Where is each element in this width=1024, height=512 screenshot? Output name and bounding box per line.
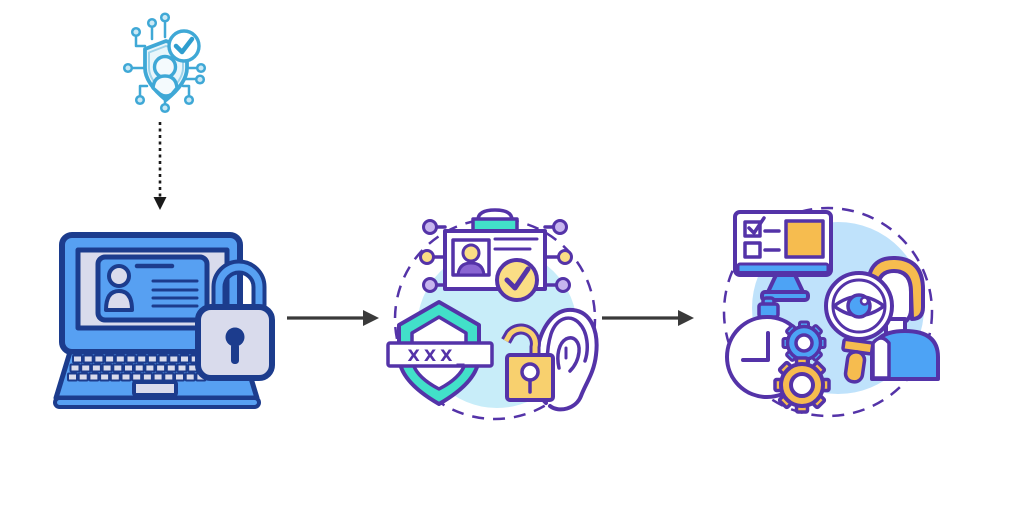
screen-tile bbox=[784, 219, 825, 259]
dashed-circle bbox=[722, 206, 934, 418]
monitor-checklist-icon bbox=[733, 210, 833, 302]
monitor-bezel bbox=[736, 262, 830, 274]
digital-identity-icon bbox=[122, 12, 207, 114]
circuit-nodes bbox=[122, 12, 207, 114]
photo-head bbox=[461, 243, 481, 263]
padlock-icon bbox=[195, 259, 275, 381]
circuit-connectors bbox=[419, 219, 573, 293]
check-badge-icon bbox=[167, 29, 201, 63]
user-body bbox=[151, 74, 179, 98]
chest bbox=[871, 336, 891, 380]
dotted-arrow-down bbox=[153, 122, 167, 210]
authentication-illustration: XXX_ bbox=[386, 208, 599, 421]
gear-small bbox=[781, 320, 827, 366]
checkmark bbox=[747, 216, 766, 235]
review-illustration bbox=[722, 206, 940, 418]
keyhole bbox=[225, 327, 245, 347]
arrowhead bbox=[678, 310, 694, 326]
iris-highlight bbox=[859, 296, 870, 306]
photo-body bbox=[456, 261, 486, 277]
avatar-body bbox=[104, 289, 134, 312]
magnifier-handle bbox=[841, 337, 875, 384]
keyhole bbox=[520, 362, 540, 382]
avatar-head bbox=[107, 264, 131, 288]
arrow-2 bbox=[602, 310, 694, 326]
open-padlock-icon bbox=[501, 323, 555, 402]
gear-large bbox=[773, 356, 831, 414]
password-field bbox=[386, 341, 494, 368]
arrowhead bbox=[363, 310, 379, 326]
trackpad bbox=[132, 380, 178, 397]
arrow-1 bbox=[287, 310, 379, 326]
laptop-base-edge bbox=[53, 396, 261, 409]
id-badge-icon bbox=[443, 208, 547, 302]
clock-hands bbox=[741, 331, 770, 362]
hair bbox=[865, 255, 926, 321]
secure-login-illustration bbox=[53, 232, 275, 409]
id-card-on-screen-icon bbox=[95, 254, 210, 323]
badge-check-icon bbox=[495, 258, 539, 302]
laptop-icon bbox=[53, 232, 275, 409]
badge-text-lines bbox=[493, 237, 539, 251]
password-text: XXX_ bbox=[407, 346, 468, 365]
password-shield-icon: XXX_ bbox=[386, 300, 494, 406]
eye-magnifier-icon bbox=[824, 271, 894, 384]
gears-icon bbox=[773, 320, 831, 414]
arrowhead bbox=[153, 197, 167, 210]
monitor-stand bbox=[766, 273, 805, 294]
checkbox-empty bbox=[743, 241, 762, 259]
